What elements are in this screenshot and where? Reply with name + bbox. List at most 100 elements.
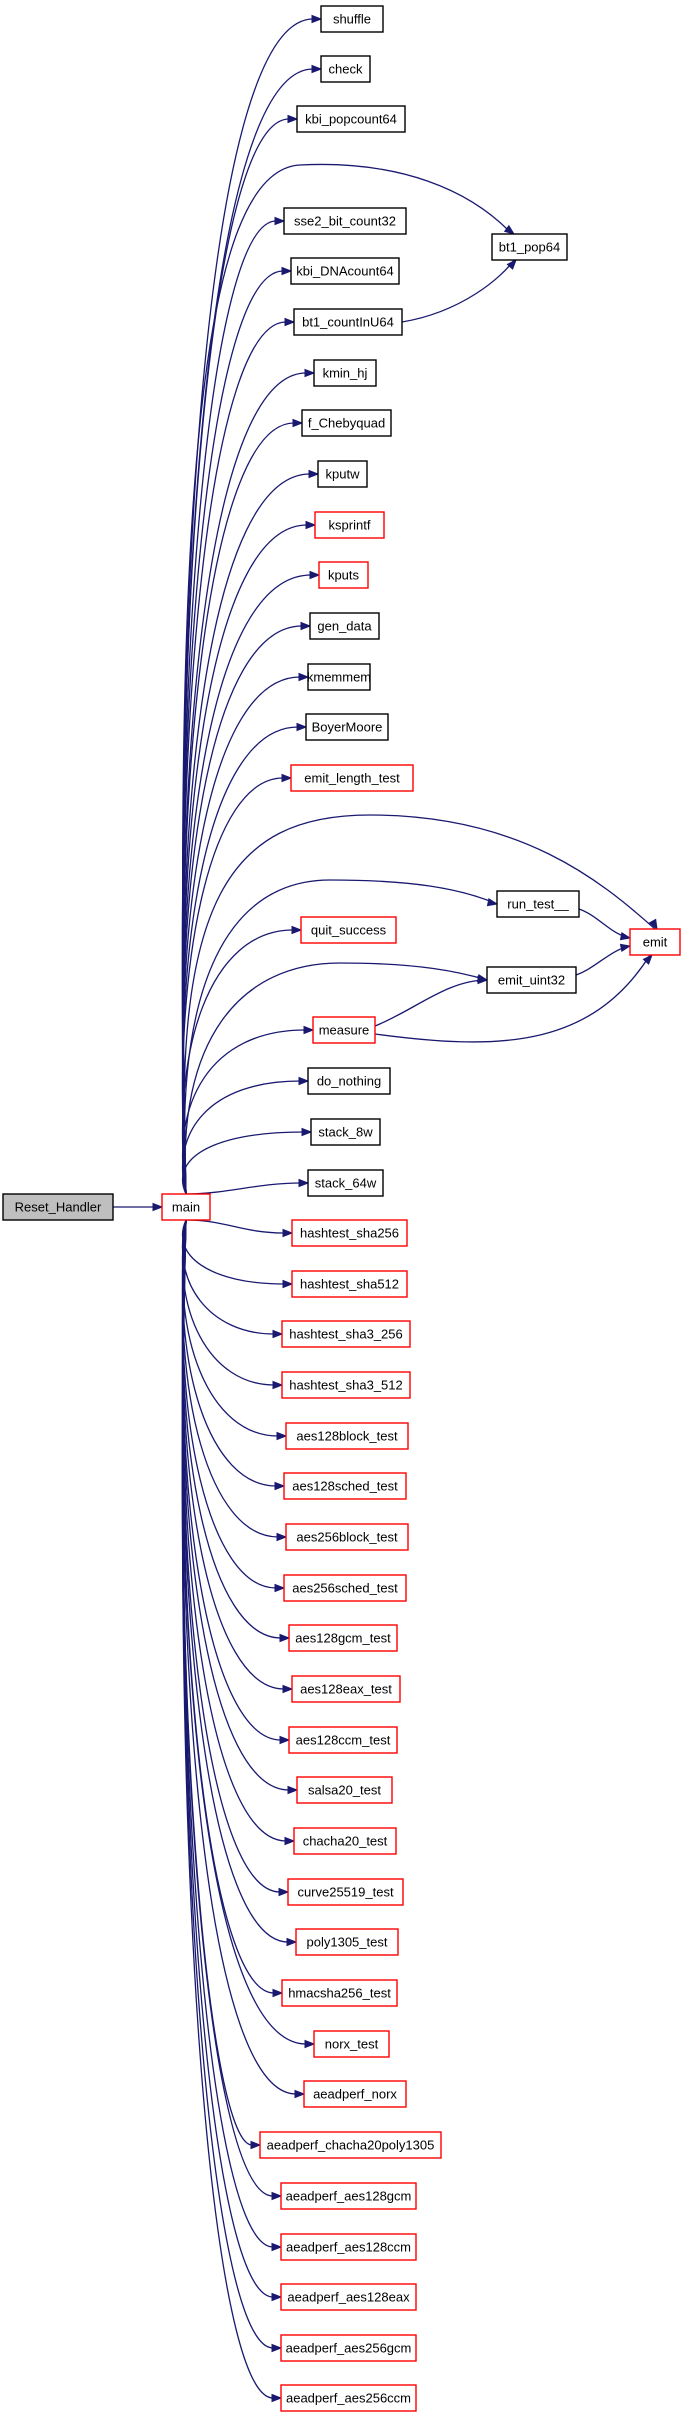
edge-main-to-kputw-arrowhead	[308, 469, 320, 479]
node-emit-length-test[interactable]: emit_length_test	[290, 764, 414, 792]
node-aeadperf-aes128ccm[interactable]: aeadperf_aes128ccm	[280, 2233, 417, 2261]
node-box	[290, 764, 414, 792]
node-aes256sched-test[interactable]: aes256sched_test	[283, 1574, 407, 1602]
node-kmin-hj[interactable]: kmin_hj	[313, 359, 377, 387]
edge-main-to-aes128block-test-line	[181, 1219, 279, 1437]
node-label: hashtest_sha3_256	[289, 1327, 402, 1342]
node-kputs[interactable]: kputs	[318, 561, 369, 589]
node-shuffle[interactable]: shuffle	[320, 5, 384, 33]
node-hashtest-sha3-256[interactable]: hashtest_sha3_256	[281, 1320, 411, 1348]
node-gen-data[interactable]: gen_data	[309, 612, 380, 640]
node-aeadperf-aes256gcm[interactable]: aeadperf_aes256gcm	[280, 2334, 417, 2362]
node-aes128gcm-test[interactable]: aes128gcm_test	[288, 1624, 398, 1652]
edge-main-to-kputs-line	[181, 574, 312, 1195]
edge-main-to-f-chebyquad-arrowhead	[292, 418, 304, 428]
node-emit-uint32[interactable]: emit_uint32	[486, 966, 577, 994]
edge-main-to-bt1-pop64-arrowhead	[503, 224, 516, 235]
node-box	[307, 1169, 384, 1197]
node-bt1-countinu64[interactable]: bt1_countInU64	[293, 308, 403, 336]
edge-run-test-to-emit-arrowhead	[619, 931, 632, 941]
node-box	[287, 1878, 404, 1906]
node-kbi-dnacount64[interactable]: kbi_DNAcount64	[290, 257, 400, 285]
node-label: aes128eax_test	[300, 1682, 392, 1697]
edge-main-to-stack-64w	[185, 1178, 310, 1195]
edge-main-to-hashtest-sha256-line	[185, 1219, 285, 1234]
edge-main-to-measure-arrowhead	[303, 1025, 315, 1035]
node-measure[interactable]: measure	[312, 1016, 376, 1044]
node-kmemmem[interactable]: kmemmem	[307, 663, 371, 691]
edge-main-to-aeadperf-chacha20poly1305-arrowhead	[250, 2140, 262, 2150]
edge-main-to-check	[181, 64, 323, 1195]
node-check[interactable]: check	[320, 55, 371, 83]
node-label: emit_uint32	[498, 973, 565, 988]
node-reset-handler[interactable]: Reset_Handler	[2, 1193, 114, 1221]
node-kbi-popcount64[interactable]: kbi_popcount64	[296, 105, 406, 133]
edge-main-to-aes128sched-test-arrowhead	[274, 1481, 286, 1491]
node-aeadperf-aes128eax[interactable]: aeadperf_aes128eax	[280, 2283, 417, 2311]
edge-bt1-countinu64-to-bt1-pop64-arrowhead	[506, 258, 517, 270]
edge-main-to-aeadperf-aes256gcm-arrowhead	[271, 2343, 283, 2353]
edge-main-to-aeadperf-aes128gcm-arrowhead	[271, 2191, 283, 2201]
edge-main-to-gen-data-arrowhead	[300, 621, 312, 631]
edge-main-to-hashtest-sha3-256-arrowhead	[272, 1329, 284, 1339]
node-aes128ccm-test[interactable]: aes128ccm_test	[288, 1726, 398, 1754]
node-aes128sched-test[interactable]: aes128sched_test	[283, 1472, 407, 1500]
node-label: hashtest_sha512	[300, 1277, 399, 1292]
node-box	[486, 966, 577, 994]
node-label: norx_test	[325, 2037, 379, 2052]
node-aeadperf-chacha20poly1305[interactable]: aeadperf_chacha20poly1305	[259, 2131, 442, 2159]
node-label: main	[172, 1200, 200, 1215]
edge-main-to-emit-arrowhead	[648, 918, 658, 931]
node-hmacsha256-test[interactable]: hmacsha256_test	[281, 1979, 398, 2007]
node-label: bt1_countInU64	[302, 315, 394, 330]
node-f-chebyquad[interactable]: f_Chebyquad	[301, 409, 392, 437]
node-aeadperf-aes256ccm[interactable]: aeadperf_aes256ccm	[280, 2384, 417, 2412]
node-label: aes128gcm_test	[295, 1631, 391, 1646]
node-sse2-bit-count32[interactable]: sse2_bit_count32	[283, 207, 407, 235]
node-aeadperf-aes128gcm[interactable]: aeadperf_aes128gcm	[280, 2182, 417, 2210]
node-box	[290, 257, 400, 285]
node-hashtest-sha512[interactable]: hashtest_sha512	[291, 1270, 408, 1298]
node-kputw[interactable]: kputw	[317, 460, 368, 488]
node-label: ksprintf	[329, 518, 371, 533]
node-bt1-pop64[interactable]: bt1_pop64	[491, 233, 568, 261]
node-aes128block-test[interactable]: aes128block_test	[285, 1422, 409, 1450]
node-box	[301, 409, 392, 437]
node-emit[interactable]: emit	[629, 928, 681, 956]
node-curve25519-test[interactable]: curve25519_test	[287, 1878, 404, 1906]
node-ksprintf[interactable]: ksprintf	[314, 511, 385, 539]
edge-main-to-f-chebyquad-line	[181, 422, 295, 1195]
edge-measure-to-emit-uint32-arrowhead	[477, 975, 489, 985]
node-poly1305-test[interactable]: poly1305_test	[295, 1928, 399, 1956]
node-aeadperf-norx[interactable]: aeadperf_norx	[303, 2080, 407, 2108]
edge-main-to-hashtest-sha512	[181, 1219, 294, 1289]
node-quit-success[interactable]: quit_success	[300, 916, 397, 944]
node-box	[280, 2233, 417, 2261]
node-hashtest-sha3-512[interactable]: hashtest_sha3_512	[281, 1371, 411, 1399]
node-run-test[interactable]: run_test__	[496, 890, 580, 918]
edge-main-to-boyermoore-line	[181, 726, 299, 1195]
node-box	[291, 1675, 401, 1703]
edge-main-to-bt1-countinu64-arrowhead	[284, 317, 296, 327]
edge-main-to-aes128gcm-test-line	[181, 1219, 282, 1639]
node-aes256block-test[interactable]: aes256block_test	[285, 1523, 409, 1551]
node-norx-test[interactable]: norx_test	[313, 2030, 390, 2058]
node-hashtest-sha256[interactable]: hashtest_sha256	[291, 1219, 408, 1247]
edge-main-to-kbi-popcount64-arrowhead	[287, 114, 299, 124]
edge-main-to-kmemmem-arrowhead	[298, 672, 310, 682]
node-label: curve25519_test	[297, 1885, 394, 1900]
node-label: Reset_Handler	[15, 1200, 102, 1215]
edge-main-to-measure-line	[182, 1029, 306, 1195]
node-do-nothing[interactable]: do_nothing	[307, 1067, 391, 1095]
node-box	[310, 1118, 381, 1146]
node-main[interactable]: main	[161, 1193, 211, 1221]
node-salsa20-test[interactable]: salsa20_test	[296, 1776, 393, 1804]
edge-main-to-aeadperf-aes128ccm-arrowhead	[271, 2242, 283, 2252]
node-aes128eax-test[interactable]: aes128eax_test	[291, 1675, 401, 1703]
node-stack-8w[interactable]: stack_8w	[310, 1118, 381, 1146]
node-label: aes128block_test	[296, 1429, 398, 1444]
node-chacha20-test[interactable]: chacha20_test	[293, 1827, 397, 1855]
edge-main-to-run-test-line	[183, 879, 498, 1195]
node-boyermoore[interactable]: BoyerMoore	[305, 713, 389, 741]
node-stack-64w[interactable]: stack_64w	[307, 1169, 384, 1197]
